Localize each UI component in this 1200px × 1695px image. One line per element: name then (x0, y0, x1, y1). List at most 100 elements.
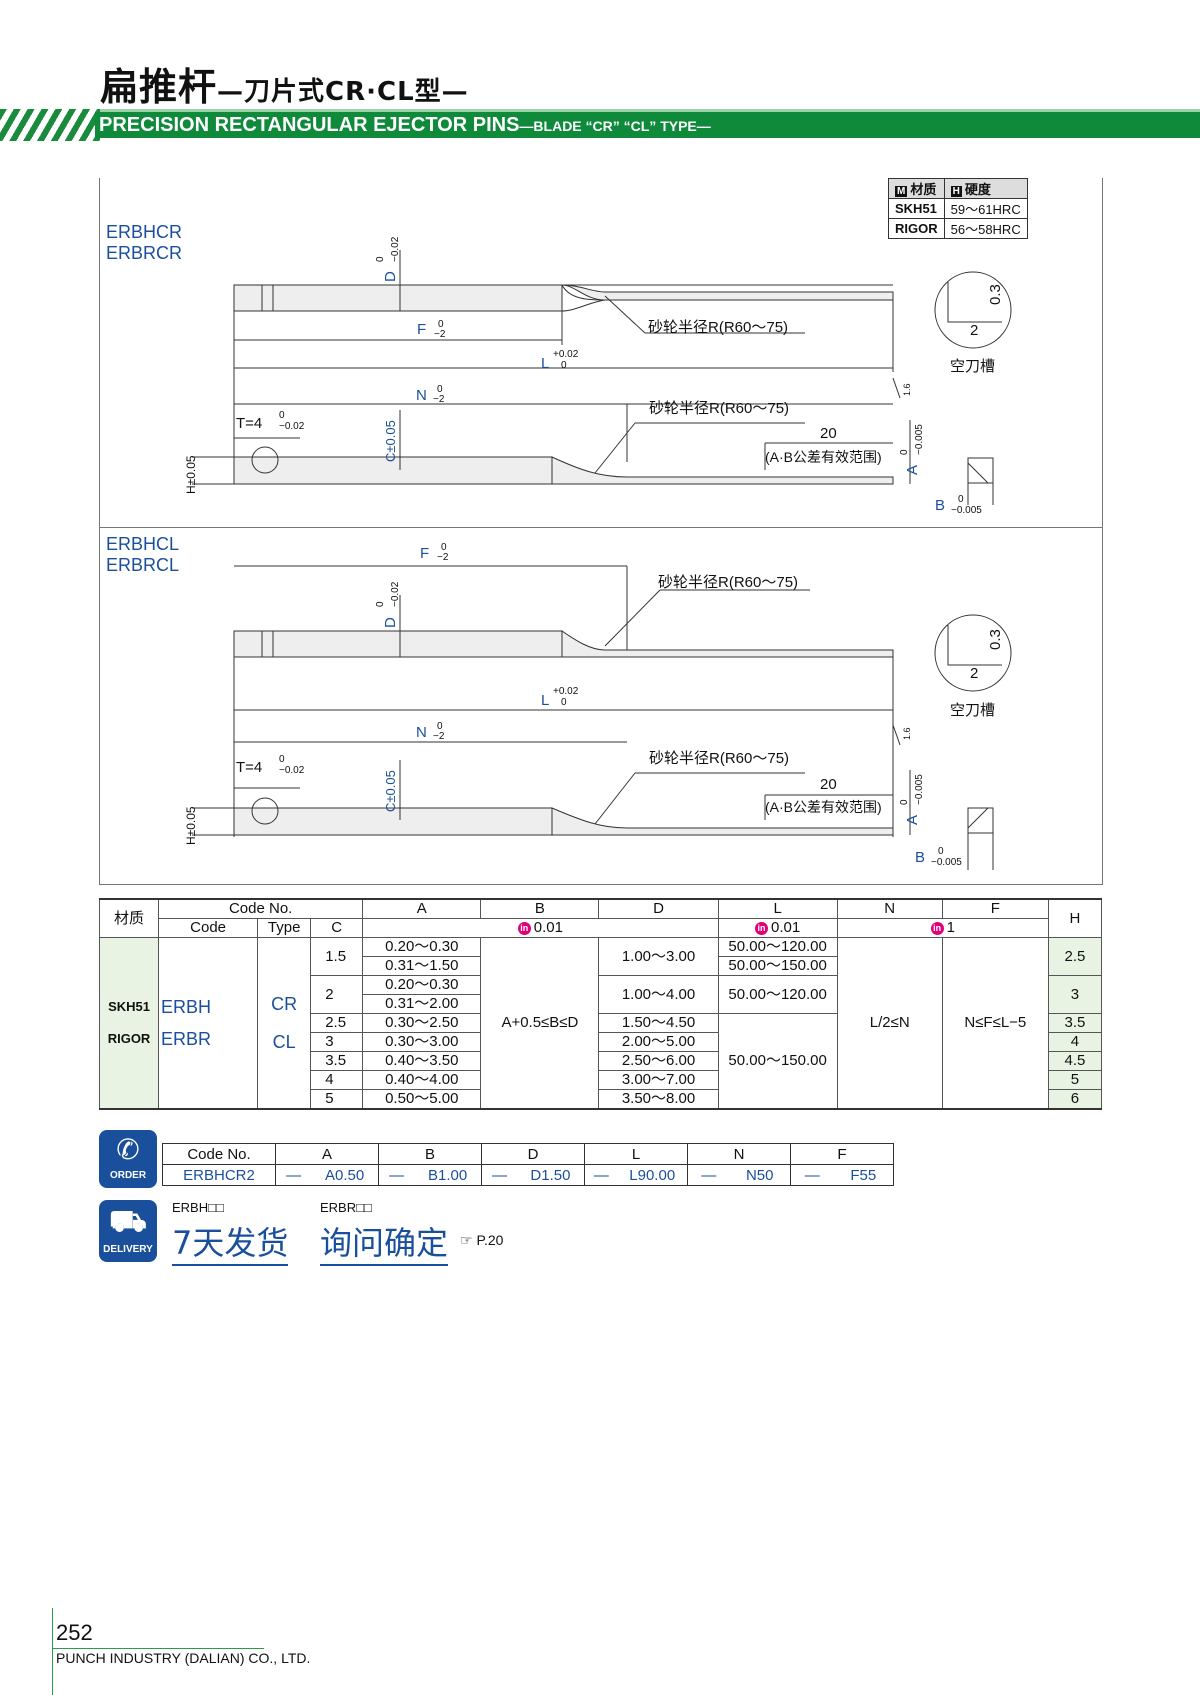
page-number: 252 (56, 1620, 93, 1645)
th-codeno: Code No. (158, 898, 364, 919)
c-value: 2 (310, 975, 364, 1014)
spec-table: 材质 Code No. A B D L N F H Code Type C in… (98, 898, 1103, 1110)
dim-l-label: L (541, 355, 549, 372)
dim-a-label: A (904, 465, 921, 475)
order-example-table: Code No. A B D L N F ERBHCR2 — A0.50 — B… (162, 1143, 894, 1186)
d-value: 2.00～5.00 (598, 1032, 719, 1052)
dim-t-tol-up: 0 (279, 754, 285, 765)
dim-l-tol-low: 0 (561, 697, 567, 708)
hardness-icon: H (950, 186, 962, 197)
delivery-7days: 7天发货 (172, 1218, 289, 1266)
section1-code2: ERBRCR (106, 243, 183, 263)
c-value: 1.5 (310, 937, 364, 976)
order-sep: — (790, 1164, 834, 1186)
order-h-a: A (275, 1143, 379, 1165)
th-c: C (310, 918, 364, 938)
h-value: 3 (1047, 975, 1103, 1014)
th-d: D (598, 898, 719, 919)
order-sep: — (584, 1164, 618, 1186)
dim-d-tol-up: 0 (375, 601, 386, 607)
th-h: H (1047, 898, 1103, 938)
order-sep: — (378, 1164, 415, 1186)
order-v-b: B1.00 (414, 1164, 483, 1186)
dim-a-tol-low: −0.005 (914, 774, 925, 805)
dim-l-tol-up: +0.02 (553, 349, 579, 360)
delivery-icon: ⛟ DELIVERY (99, 1200, 157, 1262)
th-material: 材质 (98, 898, 160, 938)
th-a: A (362, 898, 482, 919)
section1-code1: ERBHCR (106, 222, 183, 242)
effective-range: (A·B公差有效范围) (765, 799, 882, 815)
dim-n-label: N (416, 724, 427, 741)
grind-note: 砂轮半径R(R60～75) (648, 319, 788, 336)
delivery-code1: ERBH□□ (172, 1200, 224, 1215)
order-v-codeno: ERBHCR2 (162, 1164, 276, 1186)
dim-a-label: A (904, 815, 921, 825)
dim-b-tol-up: 0 (958, 494, 964, 505)
drawing-divider (99, 527, 1102, 528)
order-h-codeno: Code No. (162, 1143, 276, 1165)
material-2: RIGOR (107, 1031, 151, 1046)
band-stripes (0, 109, 100, 141)
c-value: 4 (310, 1070, 364, 1090)
delivery-inquire: 询问确定 (320, 1218, 449, 1266)
footer-hline (52, 1648, 264, 1649)
dim-a-tol-up: 0 (899, 799, 910, 805)
c-value: 3 (310, 1032, 364, 1052)
f-rule: N≤F≤L−5 (941, 937, 1049, 1110)
band-bar: PRECISION RECTANGULAR EJECTOR PINS—BLADE… (95, 112, 1200, 138)
code-2: ERBR (161, 1029, 212, 1049)
phone-icon: ✆ (116, 1134, 140, 1165)
relief-height: 0.3 (987, 284, 1004, 305)
c-value: 2.5 (310, 1013, 364, 1033)
grind-note: 砂轮半径R(R60～75) (658, 574, 798, 591)
order-h-d: D (481, 1143, 585, 1165)
dim-l-tol-up: +0.02 (553, 686, 579, 697)
dim-d-tol-up: 0 (375, 256, 386, 262)
material-header-label: 材质 (910, 182, 937, 197)
dim-f-tol-up: 0 (438, 319, 444, 330)
section2-code2: ERBRCL (106, 555, 180, 575)
d-value: 2.50～6.00 (598, 1051, 719, 1071)
order-v-a: A0.50 (311, 1164, 380, 1186)
dim-c-label: C±0.05 (383, 420, 398, 462)
a-value: 0.20～0.30 (362, 937, 482, 957)
h-value: 6 (1047, 1089, 1103, 1110)
order-sep: — (687, 1164, 730, 1186)
relief-width: 2 (970, 665, 978, 682)
dim-t-tol-up: 0 (279, 410, 285, 421)
material-1: SKH51 (108, 999, 150, 1014)
dim-t-label: T=4 (236, 415, 262, 432)
drawing-box (99, 178, 1103, 885)
dim-d-tol-low: −0.02 (390, 236, 401, 262)
type-2: CL (272, 1032, 296, 1052)
a-value: 0.20～0.30 (362, 975, 482, 995)
l-value: 50.00～120.00 (717, 975, 838, 1014)
dim-n-tol-up: 0 (437, 384, 443, 395)
title-sub: —刀片式CR·CL型— (217, 77, 469, 107)
a-value: 0.40～4.00 (362, 1070, 482, 1090)
delivery-icon-label: DELIVERY (103, 1244, 153, 1255)
c-value: 5 (310, 1089, 364, 1110)
material-icon: M (895, 186, 908, 197)
dim-b-label: B (935, 497, 945, 514)
dim-n-tol-low: −2 (433, 731, 445, 742)
dim-f-tol-up: 0 (441, 542, 447, 553)
dim-20: 20 (820, 425, 837, 442)
l-value: 50.00～150.00 (717, 1013, 838, 1110)
order-h-b: B (378, 1143, 482, 1165)
th-code: Code (158, 918, 259, 938)
delivery-code2: ERBR□□ (320, 1200, 372, 1215)
dim-20: 20 (820, 776, 837, 793)
dim-f-tol-low: −2 (434, 329, 446, 340)
dim-a-tol-low: −0.005 (914, 424, 925, 455)
order-v-f: F55 (833, 1164, 894, 1186)
a-value: 0.31～2.00 (362, 994, 482, 1014)
